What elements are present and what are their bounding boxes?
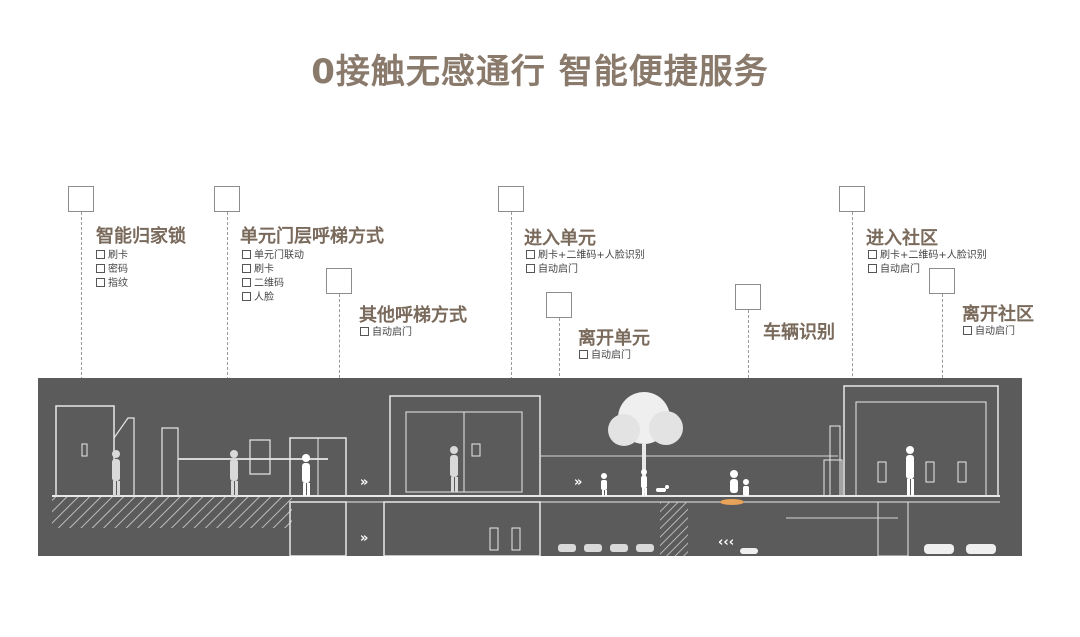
option-item: 刷卡 [242, 263, 304, 277]
leader-line-enter-community [852, 212, 853, 462]
scene-background [38, 378, 1022, 556]
direction-arrow-icon: » [574, 475, 582, 490]
leader-line-enter-unit [511, 212, 512, 470]
direction-arrow-icon: » [360, 475, 368, 490]
option-item: 二维码 [242, 277, 304, 291]
tree-icon [608, 392, 683, 496]
direction-arrow-icon: » [360, 531, 368, 546]
person-icon [230, 450, 238, 496]
callout-options-unit-elevator: 单元门联动 刷卡 二维码 人脸 [242, 249, 304, 305]
option-item: 刷卡+二维码+人脸识别 [868, 249, 987, 263]
option-item: 自动启门 [526, 263, 645, 277]
callout-box-leave-unit [546, 292, 572, 318]
callout-heading-enter-community: 进入社区 [866, 228, 938, 249]
direction-arrow-icon: ‹‹‹ [718, 535, 734, 550]
callout-options-leave-community: 自动启门 [963, 325, 1015, 339]
face-recognition-terminal-icon [471, 443, 481, 457]
option-item: 自动启门 [963, 325, 1015, 339]
elevator-call-panel-icon [249, 439, 271, 475]
callout-heading-unit-elevator: 单元门层呼梯方式 [240, 226, 384, 247]
option-item: 自动启门 [579, 349, 631, 363]
person-icon [302, 454, 310, 496]
person-icon [906, 446, 914, 496]
person-icon [743, 479, 749, 496]
callout-options-other-elevator: 自动启门 [360, 326, 412, 340]
callout-box-vehicle [735, 284, 761, 310]
leader-line-unit-elevator [227, 212, 228, 490]
parked-car-icon [558, 544, 654, 552]
car-icon [966, 544, 996, 554]
option-item: 刷卡 [96, 249, 128, 263]
person-icon [601, 473, 607, 496]
callout-heading-leave-community: 离开社区 [962, 304, 1034, 325]
callout-box-enter-unit [498, 186, 524, 212]
section-scene-illustration: » » » ‹‹‹ [38, 378, 1022, 556]
callout-heading-home-lock: 智能归家锁 [96, 226, 186, 247]
option-item: 自动启门 [868, 263, 987, 277]
car-icon [740, 548, 758, 554]
sensor-highlight [720, 499, 744, 505]
option-item: 刷卡+二维码+人脸识别 [526, 249, 645, 263]
unit-entrance-frame [389, 395, 541, 497]
callout-heading-enter-unit: 进入单元 [524, 228, 596, 249]
car-icon [924, 544, 954, 554]
option-item: 密码 [96, 263, 128, 277]
callout-options-enter-community: 刷卡+二维码+人脸识别 自动启门 [868, 249, 987, 277]
underground-garage [383, 501, 541, 556]
person-icon [112, 450, 120, 496]
smart-lock-icon [81, 443, 88, 457]
leader-line-home-lock [81, 212, 82, 465]
callout-box-enter-community [839, 186, 865, 212]
callout-heading-other-elevator: 其他呼梯方式 [359, 305, 467, 326]
callout-box-leave-community [929, 268, 955, 294]
hatched-floor-slab [52, 496, 292, 528]
callout-box-other-elevator [326, 268, 352, 294]
callout-box-home-lock [68, 186, 94, 212]
person-icon [641, 469, 647, 496]
option-item: 人脸 [242, 291, 304, 305]
callout-options-home-lock: 刷卡 密码 指纹 [96, 249, 128, 291]
callout-options-leave-unit: 自动启门 [579, 349, 631, 363]
option-item: 单元门联动 [242, 249, 304, 263]
page-title: 0接触无感通行 智能便捷服务 [311, 52, 769, 92]
callout-options-enter-unit: 刷卡+二维码+人脸识别 自动启门 [526, 249, 645, 277]
option-item: 指纹 [96, 277, 128, 291]
callout-box-unit-elevator [214, 186, 240, 212]
hatched-column [660, 502, 688, 556]
callout-heading-vehicle: 车辆识别 [763, 322, 835, 343]
person-icon [730, 470, 738, 493]
callout-heading-leave-unit: 离开单元 [578, 328, 650, 349]
person-icon [450, 446, 458, 492]
option-item: 自动启门 [360, 326, 412, 340]
dog-icon [656, 485, 669, 492]
